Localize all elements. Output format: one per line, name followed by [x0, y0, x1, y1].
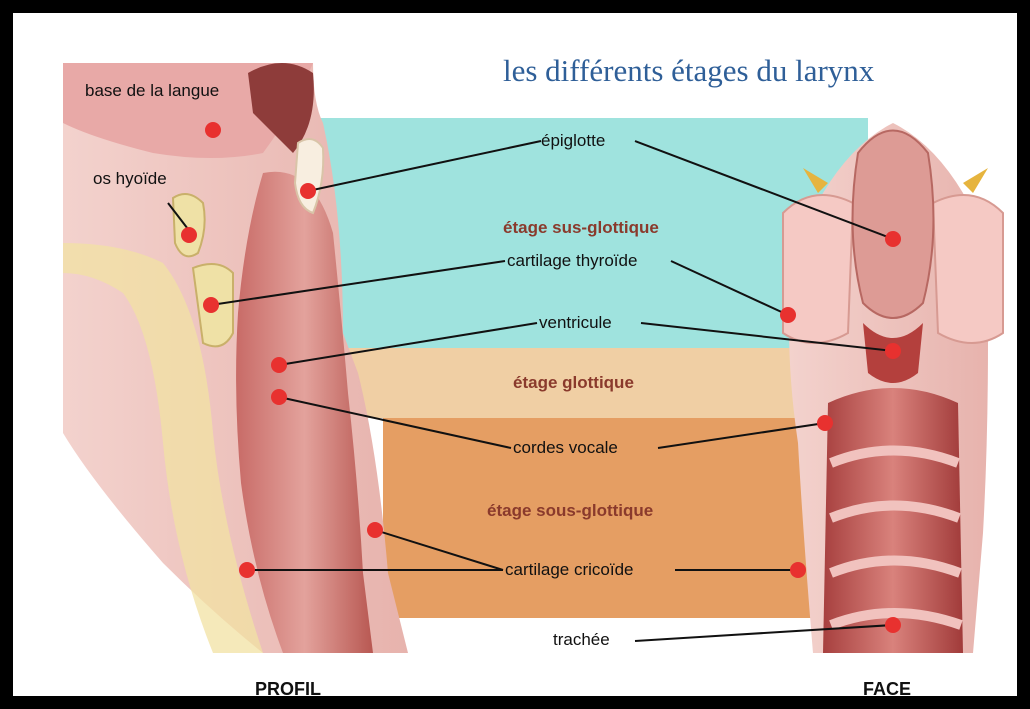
view-label-profile: PROFIL	[255, 679, 321, 700]
face-epiglottis	[853, 131, 934, 319]
marker-dot	[885, 231, 901, 247]
label-hyoid: os hyoïde	[93, 169, 167, 189]
label-ventricle: ventricule	[539, 313, 612, 333]
marker-dot	[300, 183, 316, 199]
marker-dot	[271, 389, 287, 405]
marker-dot	[885, 343, 901, 359]
view-label-face: FACE	[863, 679, 911, 700]
marker-dot	[367, 522, 383, 538]
zone-label-subglottic: étage sous-glottique	[487, 501, 653, 521]
marker-dot	[239, 562, 255, 578]
marker-dot	[181, 227, 197, 243]
marker-dot	[203, 297, 219, 313]
label-epiglottis: épiglotte	[541, 131, 605, 151]
marker-dot	[780, 307, 796, 323]
label-cricoid: cartilage cricoïde	[505, 560, 634, 580]
marker-dot	[817, 415, 833, 431]
label-thyroid: cartilage thyroïde	[507, 251, 637, 271]
label-tongue-base: base de la langue	[85, 81, 219, 101]
marker-dot	[885, 617, 901, 633]
marker-dot	[205, 122, 221, 138]
marker-dot	[790, 562, 806, 578]
hyoid-bone	[173, 194, 205, 256]
label-trachea: trachée	[553, 630, 610, 650]
larynx-illustration	[13, 13, 1030, 709]
label-vocal-cords: cordes vocale	[513, 438, 618, 458]
zone-label-supraglottic: étage sus-glottique	[503, 218, 659, 238]
marker-dot	[271, 357, 287, 373]
diagram-title: les différents étages du larynx	[503, 53, 874, 89]
hyoid-horn-right	[963, 168, 988, 193]
zone-label-glottic: étage glottique	[513, 373, 634, 393]
